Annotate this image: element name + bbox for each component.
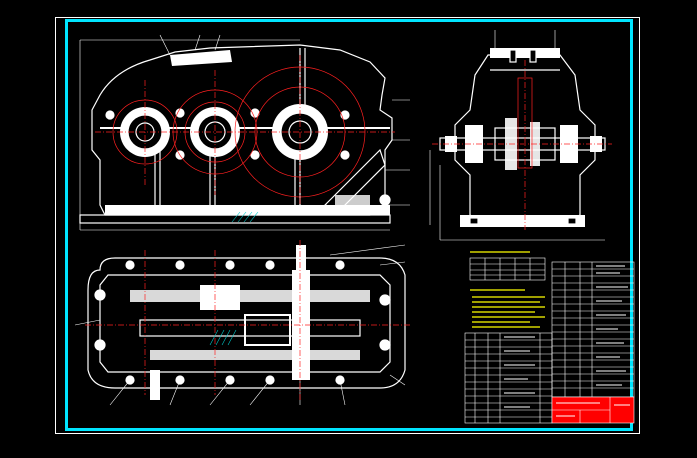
- parts-list-upper: [551, 261, 635, 398]
- side-view: [429, 30, 606, 241]
- characteristics-table: [469, 257, 546, 281]
- front-view-centerlines: [95, 55, 395, 205]
- side-view-centerlines: [432, 60, 612, 230]
- front-view-hatch: [231, 211, 259, 223]
- top-view: [74, 244, 406, 406]
- top-view-hatch: [209, 329, 237, 346]
- title-block: [551, 396, 635, 424]
- technical-notes: [470, 251, 545, 328]
- drawing-frame: [65, 19, 633, 431]
- outer-border: [55, 17, 640, 434]
- parts-list-text-marks: [504, 265, 628, 408]
- top-view-centerlines: [85, 240, 410, 400]
- parts-list-lower: [464, 332, 553, 424]
- front-view: [79, 34, 410, 231]
